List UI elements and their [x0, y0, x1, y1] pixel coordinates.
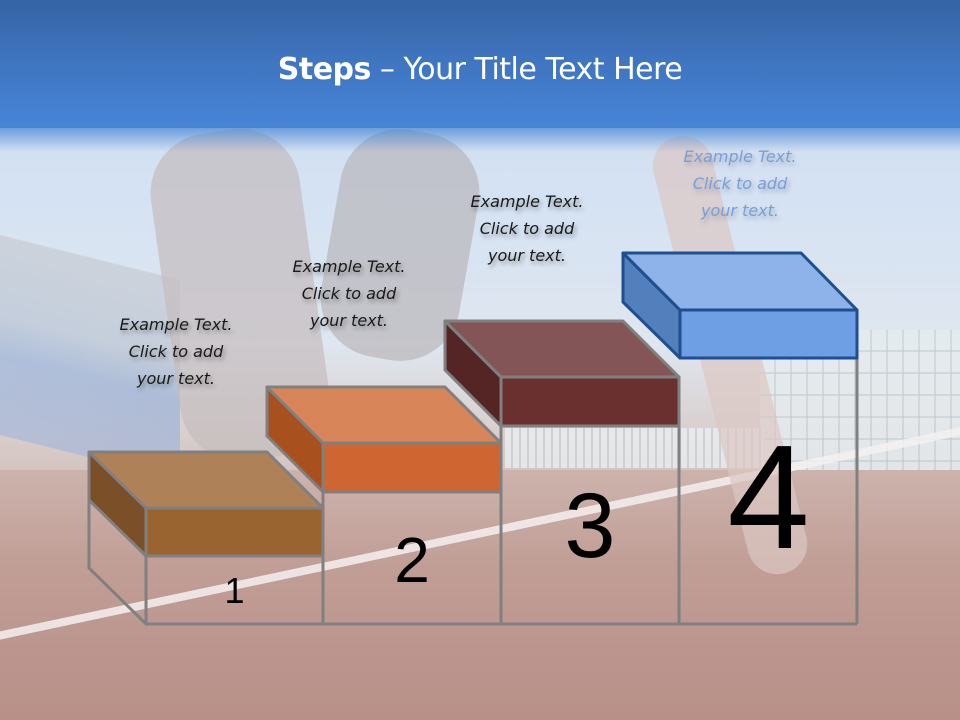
step-1-number: 1 — [224, 570, 245, 611]
step-1-text-line-2: Click to add — [128, 342, 224, 361]
step-1-front — [144, 506, 325, 558]
step-2-text-line-2: Click to add — [301, 284, 397, 303]
title-bar-fade — [0, 122, 960, 152]
step-2-text-line-1: Example Text. — [292, 257, 406, 276]
step-2-box[interactable] — [265, 385, 503, 494]
step-1-text-line-3: your text. — [136, 369, 215, 388]
step-4-text-line-1: Example Text. — [683, 147, 797, 166]
slide-title-bold: Steps — [277, 52, 372, 87]
slide-title-rest: – Your Title Text Here — [370, 52, 683, 87]
step-4-box[interactable] — [621, 251, 859, 360]
step-3-box[interactable] — [443, 319, 681, 428]
step-1-box[interactable] — [87, 450, 325, 558]
step-1-text-line-1: Example Text. — [119, 315, 233, 334]
step-3-number: 3 — [564, 475, 616, 577]
step-3-front — [499, 375, 681, 428]
step-3-text-line-2: Click to add — [479, 219, 575, 238]
step-3-text-line-3: your text. — [487, 246, 566, 265]
title-bar — [0, 0, 960, 128]
step-4-number: 4 — [727, 415, 810, 580]
step-3-text-line-1: Example Text. — [470, 192, 584, 211]
step-4-text-line-3: your text. — [700, 201, 779, 220]
step-2-front — [321, 441, 503, 494]
step-1-text[interactable]: Example Text. Click to add your text. — [86, 311, 266, 392]
step-4-front — [678, 308, 859, 360]
slide-title[interactable]: Steps – Your Title Text Here — [0, 52, 960, 87]
step-2-text[interactable]: Example Text. Click to add your text. — [259, 253, 439, 334]
step-3-text[interactable]: Example Text. Click to add your text. — [437, 188, 617, 269]
step-4-text[interactable]: Example Text. Click to add your text. — [650, 143, 830, 224]
step-2-number: 2 — [394, 524, 430, 596]
step-2-text-line-3: your text. — [309, 311, 388, 330]
step-4-text-line-2: Click to add — [692, 174, 788, 193]
